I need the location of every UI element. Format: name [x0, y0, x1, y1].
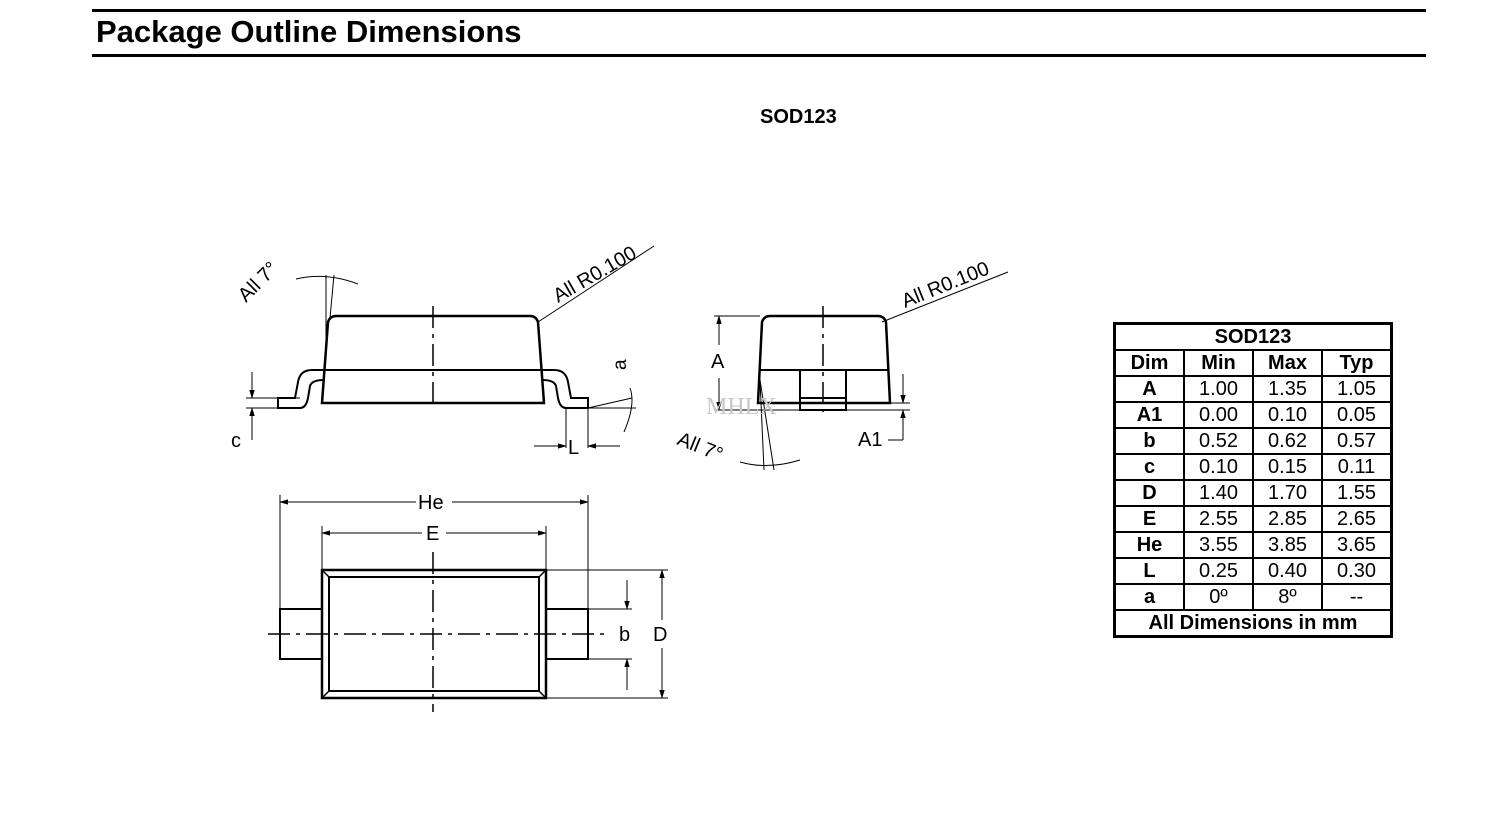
cell-min: 0.52 — [1184, 428, 1253, 454]
table-footer-row: All Dimensions in mm — [1115, 610, 1391, 636]
cell-dim: c — [1115, 454, 1184, 480]
col-header: Min — [1184, 350, 1253, 376]
cell-dim: D — [1115, 480, 1184, 506]
cell-min: 0.00 — [1184, 402, 1253, 428]
label-A: A — [711, 351, 725, 373]
package-label: SOD123 — [760, 106, 837, 128]
cell-min: 0º — [1184, 584, 1253, 610]
table-title: SOD123 — [1115, 324, 1391, 350]
table-row: a 0º 8º -- — [1115, 584, 1391, 610]
table-row: A 1.00 1.35 1.05 — [1115, 376, 1391, 402]
cell-max: 8º — [1253, 584, 1322, 610]
cell-dim: b — [1115, 428, 1184, 454]
cell-dim: a — [1115, 584, 1184, 610]
cell-max: 3.85 — [1253, 532, 1322, 558]
cell-max: 2.85 — [1253, 506, 1322, 532]
header-rule-bottom — [92, 54, 1426, 57]
cell-dim: A1 — [1115, 402, 1184, 428]
top-view — [268, 495, 668, 712]
cell-dim: He — [1115, 532, 1184, 558]
cell-typ: 3.65 — [1322, 532, 1391, 558]
cell-typ: 0.30 — [1322, 558, 1391, 584]
table-row: D 1.40 1.70 1.55 — [1115, 480, 1391, 506]
cell-min: 3.55 — [1184, 532, 1253, 558]
table-row: c 0.10 0.15 0.11 — [1115, 454, 1391, 480]
watermark: MHLX — [706, 394, 777, 420]
table-title-row: SOD123 — [1115, 324, 1391, 350]
cell-min: 0.10 — [1184, 454, 1253, 480]
cell-max: 1.70 — [1253, 480, 1322, 506]
page-title: Package Outline Dimensions — [96, 14, 522, 49]
table-footer: All Dimensions in mm — [1115, 610, 1391, 636]
label-angle-right: All 7° — [674, 428, 726, 466]
cell-max: 0.10 — [1253, 402, 1322, 428]
table-row: A1 0.00 0.10 0.05 — [1115, 402, 1391, 428]
table-row: L 0.25 0.40 0.30 — [1115, 558, 1391, 584]
cell-max: 0.15 — [1253, 454, 1322, 480]
table-header-row: Dim Min Max Typ — [1115, 350, 1391, 376]
label-radius-right: All R0.100 — [899, 258, 993, 313]
label-c: c — [231, 430, 241, 452]
header-rule-top — [92, 9, 1426, 12]
label-a-angle: a — [610, 359, 631, 370]
cell-dim: E — [1115, 506, 1184, 532]
col-header: Max — [1253, 350, 1322, 376]
cell-dim: L — [1115, 558, 1184, 584]
label-angle-left: All 7° — [234, 258, 283, 307]
col-header: Dim — [1115, 350, 1184, 376]
cell-typ: 2.65 — [1322, 506, 1391, 532]
cell-max: 0.40 — [1253, 558, 1322, 584]
cell-dim: A — [1115, 376, 1184, 402]
cell-typ: -- — [1322, 584, 1391, 610]
cell-max: 1.35 — [1253, 376, 1322, 402]
cell-max: 0.62 — [1253, 428, 1322, 454]
table-row: b 0.52 0.62 0.57 — [1115, 428, 1391, 454]
label-D: D — [653, 624, 667, 646]
cell-min: 2.55 — [1184, 506, 1253, 532]
dimension-table: SOD123 Dim Min Max Typ A 1.00 1.35 1.05 … — [1113, 322, 1393, 638]
cell-min: 0.25 — [1184, 558, 1253, 584]
cell-typ: 0.11 — [1322, 454, 1391, 480]
table-row: E 2.55 2.85 2.65 — [1115, 506, 1391, 532]
label-A1: A1 — [858, 429, 882, 451]
label-He: He — [418, 492, 444, 514]
col-header: Typ — [1322, 350, 1391, 376]
cell-typ: 0.57 — [1322, 428, 1391, 454]
label-E: E — [426, 523, 439, 545]
cell-typ: 1.05 — [1322, 376, 1391, 402]
label-L: L — [568, 437, 579, 459]
cell-typ: 1.55 — [1322, 480, 1391, 506]
cell-min: 1.00 — [1184, 376, 1253, 402]
end-view — [714, 271, 1009, 471]
cell-min: 1.40 — [1184, 480, 1253, 506]
side-view — [246, 245, 655, 449]
label-b: b — [619, 624, 630, 646]
cell-typ: 0.05 — [1322, 402, 1391, 428]
table-row: He 3.55 3.85 3.65 — [1115, 532, 1391, 558]
label-radius-left: All R0.100 — [550, 242, 641, 307]
